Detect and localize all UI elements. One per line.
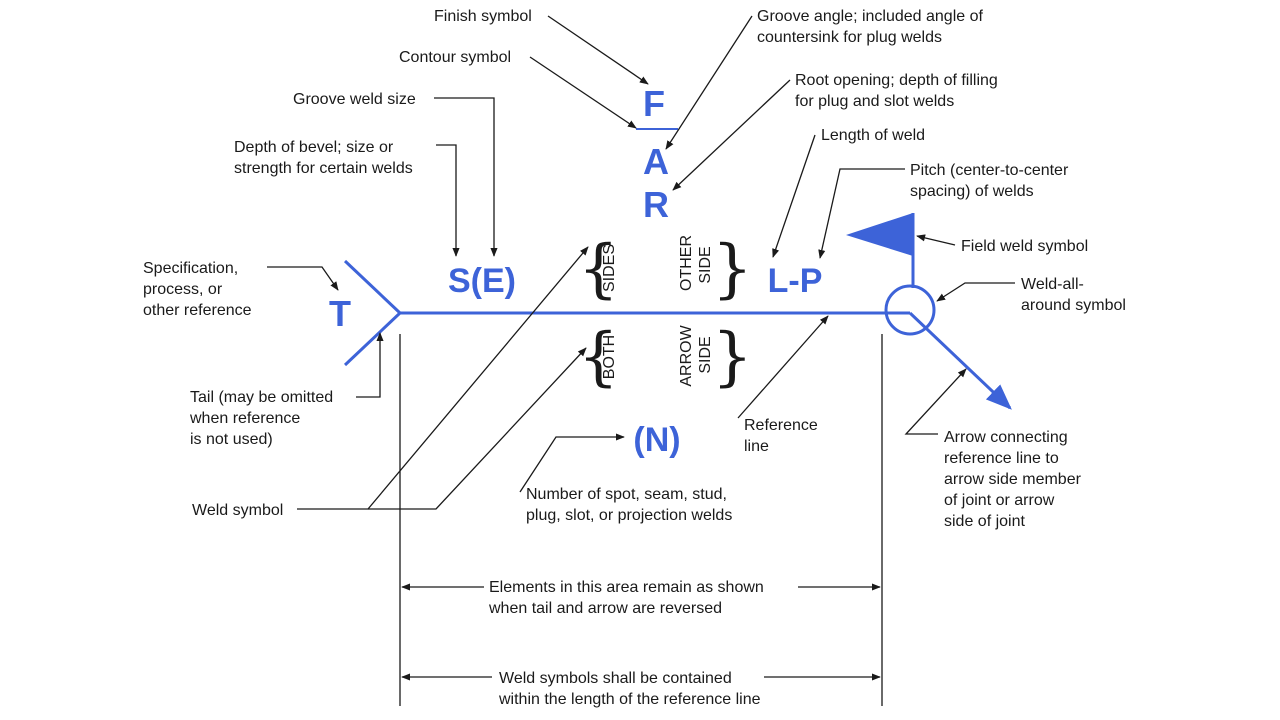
brace-top-left: { bbox=[578, 232, 619, 306]
groove-angle-letter: A bbox=[643, 141, 669, 182]
reference-line-label: Reference line bbox=[744, 417, 822, 455]
weld-all-around-label: Weld-all- around symbol bbox=[1021, 276, 1126, 314]
other-side-label: SIDE bbox=[697, 246, 714, 283]
finish-symbol-label: Finish symbol bbox=[434, 8, 532, 25]
number-of-welds-label: Number of spot, seam, stud, plug, slot, … bbox=[526, 486, 732, 524]
contained-label: Weld symbols shall be contained within t… bbox=[498, 670, 761, 708]
depth-of-bevel-label: Depth of bevel; size or strength for cer… bbox=[234, 139, 413, 177]
weld-symbol-label: Weld symbol bbox=[192, 502, 283, 519]
arrow-line bbox=[908, 311, 1012, 410]
pitch-label: Pitch (center-to-center spacing) of weld… bbox=[910, 162, 1073, 200]
specification-letter: T bbox=[329, 293, 351, 334]
groove-angle-label: Groove angle; included angle of counters… bbox=[757, 8, 987, 46]
other-label: OTHER bbox=[678, 235, 695, 291]
sides-label: SIDES bbox=[601, 244, 618, 292]
length-pitch-letters: L-P bbox=[768, 262, 823, 300]
field-weld-flag bbox=[846, 213, 913, 256]
tail-lower-stroke bbox=[343, 311, 402, 367]
root-opening-letter: R bbox=[643, 184, 669, 225]
specification-label: Specification, process, or other referen… bbox=[143, 260, 252, 319]
field-weld-symbol-label: Field weld symbol bbox=[961, 238, 1088, 255]
brace-top-right: } bbox=[712, 232, 753, 306]
depth-size-letters: S(E) bbox=[448, 262, 516, 300]
finish-letter: F bbox=[643, 83, 665, 124]
brace-bottom-left: { bbox=[578, 320, 619, 394]
length-of-weld-label: Length of weld bbox=[821, 127, 925, 144]
groove-weld-size-label: Groove weld size bbox=[293, 91, 416, 108]
reference-line-assembly bbox=[343, 128, 1012, 410]
elements-area-label: Elements in this area remain as shown wh… bbox=[488, 579, 768, 617]
number-letters: (N) bbox=[633, 421, 680, 459]
tail-label: Tail (may be omitted when reference is n… bbox=[189, 389, 338, 448]
both-label: BOTH bbox=[601, 335, 618, 379]
brace-bottom-right: } bbox=[712, 320, 753, 394]
leader-lines bbox=[267, 15, 1015, 706]
arrow-side-label: SIDE bbox=[697, 336, 714, 373]
arrow-label: ARROW bbox=[678, 324, 695, 386]
tail-upper-stroke bbox=[343, 259, 402, 315]
weld-all-around-circle bbox=[884, 284, 936, 336]
root-opening-label: Root opening; depth of filling for plug … bbox=[795, 72, 1002, 110]
contour-symbol-label: Contour symbol bbox=[399, 49, 511, 66]
arrow-connecting-label: Arrow connecting reference line to arrow… bbox=[944, 429, 1085, 530]
